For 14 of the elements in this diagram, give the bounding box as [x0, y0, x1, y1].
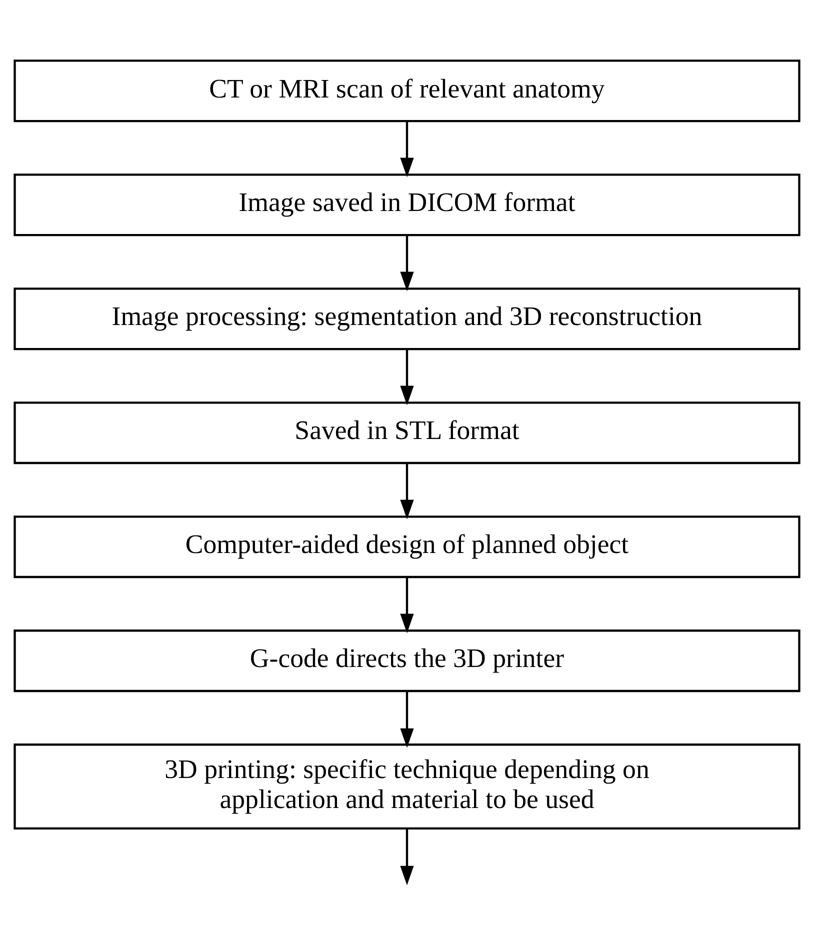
arrow — [400, 464, 414, 520]
node-box: Image saved in DICOM format — [14, 174, 800, 236]
node-box: Computer-aided design of planned object — [14, 516, 800, 578]
arrow — [400, 122, 414, 178]
node-box: Image processing: segmentation and 3D reconstruction — [14, 288, 800, 350]
node-box: G-code directs the 3D printer — [14, 630, 800, 692]
arrow — [400, 692, 414, 748]
arrow — [400, 578, 414, 634]
arrow — [400, 236, 414, 292]
arrow — [400, 828, 414, 886]
node-box: 3D printing: specific technique depending on application and material to be used — [14, 744, 800, 830]
node-box: CT or MRI scan of relevant anatomy — [14, 60, 800, 122]
arrow — [400, 350, 414, 406]
node-box: Saved in STL format — [14, 402, 800, 464]
